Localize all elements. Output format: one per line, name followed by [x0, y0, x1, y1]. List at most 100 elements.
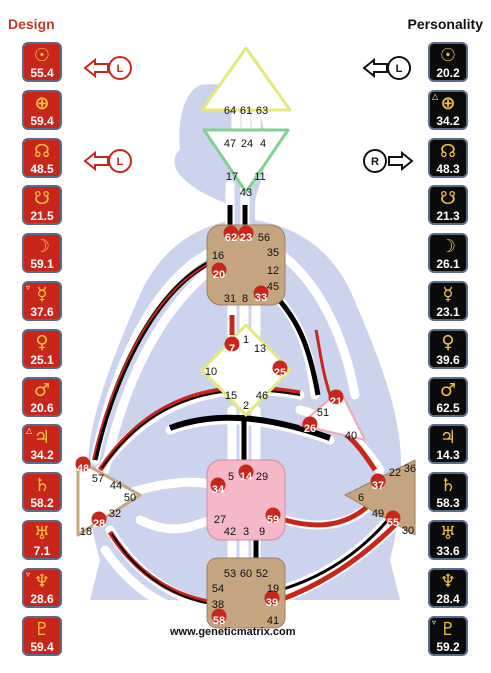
planet-activation-value: 20.2 [436, 66, 460, 80]
planet-activation-value: 20.6 [30, 400, 54, 415]
gate-number-9: 9 [259, 526, 265, 538]
planet-glyph-icon: ☉ [439, 45, 457, 66]
planet-glyph-icon: ♂ [439, 379, 457, 401]
planet-glyph-icon: ☋ [440, 188, 456, 210]
gate-number-43: 43 [240, 187, 252, 199]
g-center [200, 323, 292, 417]
gate-number-60: 60 [240, 568, 252, 580]
gate-number-6: 6 [358, 492, 364, 504]
gate-number-40: 40 [345, 430, 357, 442]
planet-mark-icon: ▿ [26, 569, 31, 579]
planet-activation-value: 62.5 [436, 400, 460, 415]
personality-planet-tile: ♂62.5 [428, 376, 468, 417]
planet-glyph-icon: ♇ [33, 618, 51, 640]
planet-activation-value: 7.1 [33, 544, 51, 558]
gate-number-39: 39 [266, 597, 278, 609]
design-planet-tile: ☽59.1 [22, 233, 62, 274]
planet-activation-value: 39.6 [436, 352, 460, 367]
personality-planet-tile: ☿23.1 [428, 281, 468, 321]
gate-number-11: 11 [254, 171, 265, 183]
gate-number-16: 16 [212, 250, 224, 262]
personality-planet-tile: ☊48.3 [428, 137, 468, 178]
personality-planet-tile: ♀39.6 [428, 328, 468, 369]
gate-number-22: 22 [389, 467, 401, 479]
gate-number-51: 51 [317, 407, 329, 419]
planet-activation-value: 59.1 [30, 257, 54, 272]
design-planet-tile: ☊48.5 [22, 137, 62, 178]
design-node-arrow-label: L [117, 156, 124, 168]
planet-glyph-icon: ☉ [33, 45, 51, 66]
planet-glyph-icon: ☊ [440, 140, 456, 162]
gate-number-37: 37 [372, 480, 384, 492]
gate-number-10: 10 [205, 366, 217, 378]
gate-number-14: 14 [240, 471, 253, 483]
planet-glyph-icon: ♃ [33, 427, 51, 449]
planet-activation-value: 26.1 [436, 257, 460, 272]
gate-number-45: 45 [267, 281, 279, 293]
planet-activation-value: 37.6 [30, 305, 54, 319]
gate-number-50: 50 [124, 492, 136, 504]
sacral-center [206, 459, 286, 541]
planet-activation-value: 23.1 [436, 305, 460, 319]
personality-planet-tile: ☽26.1 [428, 233, 468, 274]
planet-activation-value: 33.6 [436, 544, 460, 558]
head-center [200, 46, 292, 112]
planet-activation-value: 34.2 [30, 448, 54, 463]
planet-glyph-icon: ⊕ [34, 92, 50, 114]
design-planet-tile: ♅7.1 [22, 520, 62, 560]
planet-activation-value: 21.3 [436, 209, 460, 224]
gate-number-31: 31 [224, 293, 236, 305]
gate-number-17: 17 [226, 171, 238, 183]
design-column-title: Design [8, 16, 55, 32]
personality-planet-tile: △⊕34.2 [428, 89, 468, 130]
gate-number-62: 62 [225, 232, 237, 244]
design-planet-tile: ▿♆28.6 [22, 567, 62, 608]
gate-number-5: 5 [228, 471, 234, 483]
planet-glyph-icon: ♅ [33, 523, 51, 544]
personality-node-arrow: R [363, 149, 414, 173]
gate-number-44: 44 [110, 480, 122, 492]
gate-number-2: 2 [243, 400, 249, 412]
gate-number-29: 29 [256, 471, 268, 483]
personality-column-title: Personality [407, 16, 483, 32]
gate-number-41: 41 [267, 615, 279, 627]
gate-number-19: 19 [267, 583, 279, 595]
gate-number-28: 28 [93, 518, 105, 530]
gate-number-23: 23 [240, 232, 252, 244]
planet-activation-value: 55.4 [30, 66, 54, 80]
planet-glyph-icon: ♀ [441, 331, 455, 353]
gate-number-57: 57 [92, 473, 104, 485]
personality-planet-tile: ♅33.6 [428, 520, 468, 560]
planet-activation-value: 59.4 [30, 639, 54, 654]
design-planet-tile: ♇59.4 [22, 615, 62, 656]
gate-number-56: 56 [258, 232, 270, 244]
planet-glyph-icon: ♀ [35, 331, 49, 353]
planet-glyph-icon: ☊ [34, 140, 50, 162]
gate-number-15: 15 [225, 390, 237, 402]
design-planet-tile: ♄58.2 [22, 472, 62, 513]
planet-glyph-icon: ♃ [439, 427, 457, 449]
planet-glyph-icon: ♆ [439, 570, 457, 592]
gate-number-38: 38 [212, 599, 224, 611]
planet-mark-icon: △ [26, 426, 33, 436]
planet-glyph-icon: ♄ [439, 475, 457, 497]
gate-number-4: 4 [260, 138, 266, 150]
planet-glyph-icon: ♅ [439, 523, 457, 544]
gate-number-1: 1 [243, 334, 249, 346]
gate-number-49: 49 [372, 508, 384, 520]
planet-activation-value: 48.3 [436, 161, 460, 176]
planet-glyph-icon: ☽ [33, 236, 51, 258]
planet-mark-icon: ▿ [432, 617, 437, 627]
planet-activation-value: 28.4 [436, 591, 460, 606]
throat-center [206, 224, 286, 306]
planet-activation-value: 25.1 [30, 352, 54, 367]
planet-glyph-icon: ☽ [439, 236, 457, 258]
personality-planet-tile: ♃14.3 [428, 424, 468, 465]
root-center [206, 557, 286, 629]
planet-glyph-icon: ☿ [36, 284, 48, 305]
gate-number-33: 33 [255, 292, 267, 304]
design-node-arrow: L [83, 149, 132, 173]
gate-number-24: 24 [241, 138, 253, 150]
planet-glyph-icon: ♄ [33, 475, 51, 497]
